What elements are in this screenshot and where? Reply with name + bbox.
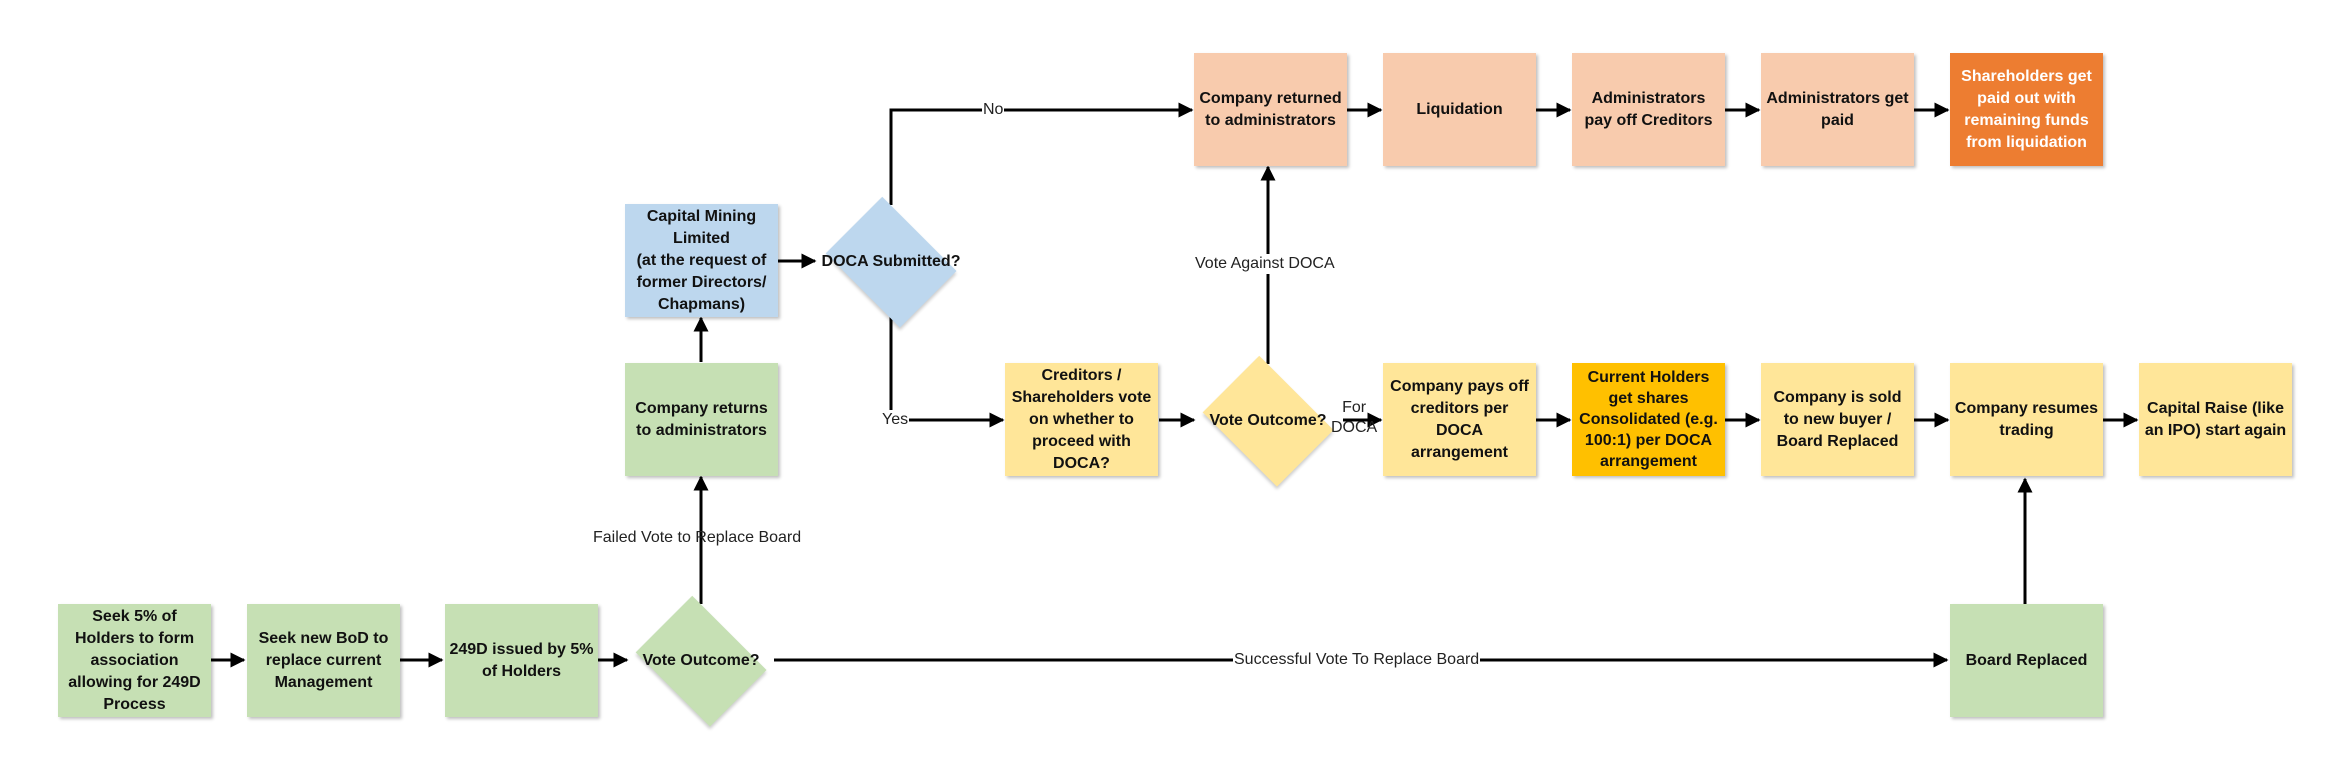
arrow-doca-yes bbox=[889, 317, 1005, 428]
seek-holders-text: Seek 5% of Holders to form association a… bbox=[68, 607, 201, 713]
company-sold-text: Company is sold to new buyer / Board Rep… bbox=[1773, 388, 1902, 450]
shareholders-paid-text: Shareholders get paid out with remaining… bbox=[1961, 67, 2092, 151]
company-returned-admin-text: Company returned to administrators bbox=[1199, 89, 1342, 129]
holders-consolidated-text: Current Holders get shares Consolidated … bbox=[1579, 369, 1718, 470]
issued-249d-box: 249D issued by 5% of Holders bbox=[445, 604, 598, 717]
doca-submitted-diamond: DOCA Submitted? bbox=[817, 196, 965, 327]
capital-mining-box: Capital Mining Limited (at the request o… bbox=[625, 204, 778, 317]
arrow-doca-no bbox=[889, 102, 1194, 205]
resumes-trading-text: Company resumes trading bbox=[1954, 399, 2099, 439]
company-returns-admin-box: Company returns to administrators bbox=[625, 363, 778, 476]
shareholders-paid-box: Shareholders get paid out with remaining… bbox=[1950, 53, 2103, 166]
holders-consolidated-box: Current Holders get shares Consolidated … bbox=[1572, 363, 1725, 476]
company-pays-creditors-box: Company pays off creditors per DOCA arra… bbox=[1383, 363, 1536, 476]
vote-against-doca-label: Vote Against DOCA bbox=[1194, 254, 1336, 274]
admin-pay-creditors-box: Administrators pay off Creditors bbox=[1572, 53, 1725, 166]
doca-submitted-text: DOCA Submitted? bbox=[821, 252, 961, 270]
board-replaced-text: Board Replaced bbox=[1965, 651, 2088, 669]
capital-raise-text: Capital Raise (like an IPO) start again bbox=[2144, 399, 2287, 439]
vote-outcome-diamond-1: Vote Outcome? bbox=[627, 595, 775, 726]
seek-holders-box: Seek 5% of Holders to form association a… bbox=[58, 604, 211, 717]
seek-bod-box: Seek new BoD to replace current Manageme… bbox=[247, 604, 400, 717]
company-pays-creditors-text: Company pays off creditors per DOCA arra… bbox=[1390, 377, 1529, 461]
resumes-trading-box: Company resumes trading bbox=[1950, 363, 2103, 476]
company-returned-admin-box: Company returned to administrators bbox=[1194, 53, 1347, 166]
liquidation-text: Liquidation bbox=[1416, 100, 1503, 118]
creditors-vote-box: Creditors / Shareholders vote on whether… bbox=[1005, 363, 1158, 476]
vote-outcome-2-text: Vote Outcome? bbox=[1209, 411, 1327, 429]
creditors-vote-text: Creditors / Shareholders vote on whether… bbox=[1011, 366, 1152, 472]
vote-outcome-diamond-2: Vote Outcome? bbox=[1194, 355, 1342, 486]
for-doca-label: For DOCA bbox=[1331, 399, 1378, 436]
admin-get-paid-text: Administrators get paid bbox=[1766, 89, 1909, 129]
yes-label: Yes bbox=[881, 410, 910, 430]
failed-vote-label: Failed Vote to Replace Board bbox=[593, 529, 802, 546]
board-replaced-box: Board Replaced bbox=[1950, 604, 2103, 717]
seek-bod-text: Seek new BoD to replace current Manageme… bbox=[258, 629, 389, 691]
successful-vote-label: Successful Vote To Replace Board bbox=[1233, 650, 1481, 670]
admin-get-paid-box: Administrators get paid bbox=[1761, 53, 1914, 166]
no-label: No bbox=[982, 100, 1005, 120]
capital-raise-box: Capital Raise (like an IPO) start again bbox=[2139, 363, 2292, 476]
company-returns-admin-text: Company returns to administrators bbox=[635, 399, 768, 439]
company-sold-box: Company is sold to new buyer / Board Rep… bbox=[1761, 363, 1914, 476]
liquidation-box: Liquidation bbox=[1383, 53, 1536, 166]
capital-mining-text: Capital Mining Limited (at the request o… bbox=[636, 207, 767, 313]
vote-outcome-1-text: Vote Outcome? bbox=[642, 651, 760, 669]
issued-249d-text: 249D issued by 5% of Holders bbox=[449, 640, 594, 680]
admin-pay-creditors-text: Administrators pay off Creditors bbox=[1584, 89, 1713, 129]
